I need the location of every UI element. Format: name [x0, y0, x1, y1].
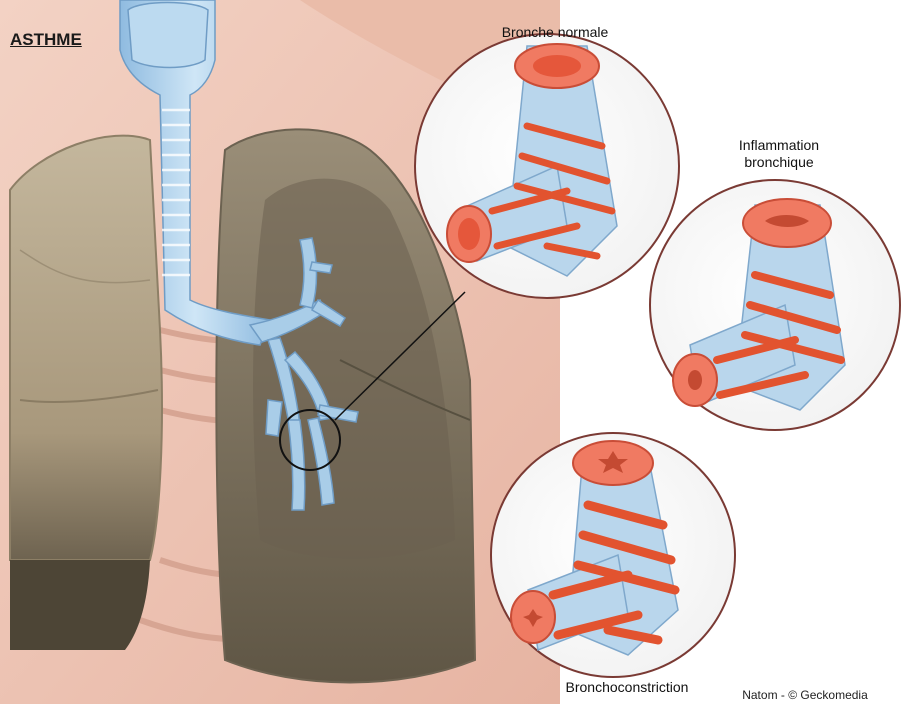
right-lung: [10, 136, 162, 650]
label-bronchoconstriction: Bronchoconstriction: [542, 679, 712, 695]
label-inflammation: Inflammation bronchique: [714, 137, 844, 171]
callout-bronchoconstriction: [491, 433, 735, 677]
label-inflammation-line2: bronchique: [714, 154, 844, 171]
page-title: ASTHME: [10, 30, 82, 50]
label-inflammation-line1: Inflammation: [714, 137, 844, 154]
label-normal-bronchus: Bronche normale: [470, 24, 640, 40]
credit-text: Natom - © Geckomedia: [710, 688, 900, 702]
callout-normal-bronchus: [415, 34, 679, 298]
callout-inflamed-bronchus: [650, 180, 900, 430]
